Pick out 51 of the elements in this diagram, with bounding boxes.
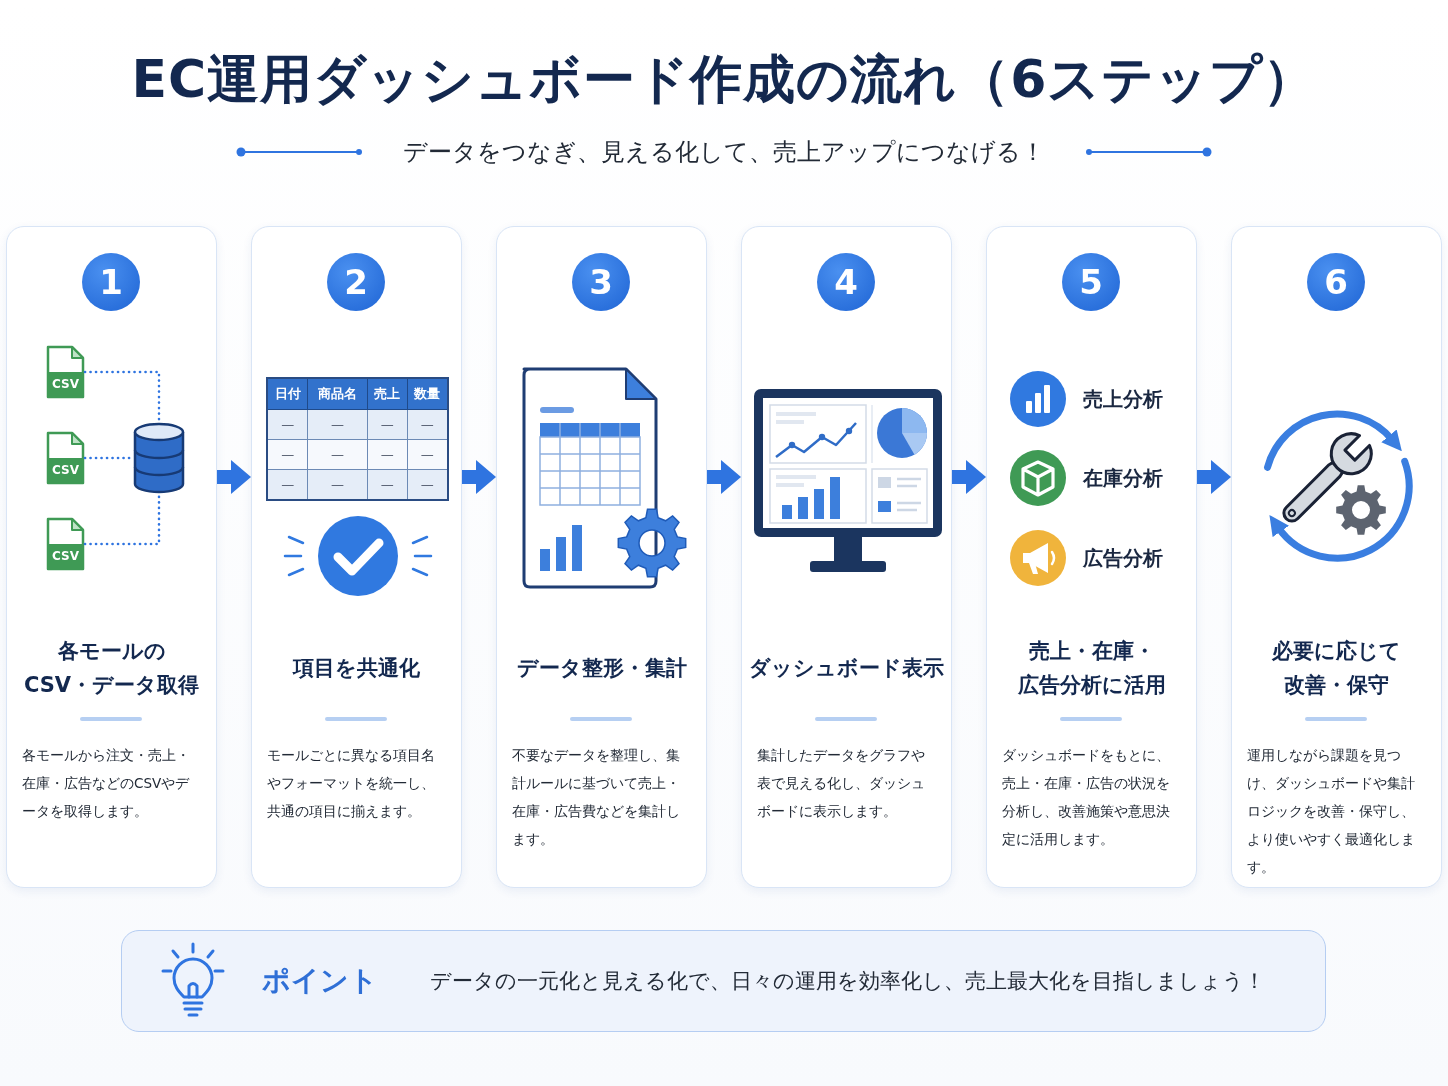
column-header: 日付 xyxy=(267,378,308,410)
point-banner xyxy=(121,930,1326,1032)
table-cell: — xyxy=(267,439,308,470)
step-number-circle: 3 xyxy=(572,253,630,311)
table-cell: — xyxy=(267,469,308,500)
step-description: モールごとに異なる項目名やフォーマットを統一し、共通の項目に揃えます。 xyxy=(267,746,436,821)
column-header: 商品名 xyxy=(307,378,368,410)
block-arrow xyxy=(1197,460,1231,494)
table-cell: — xyxy=(307,439,368,470)
step-card xyxy=(496,226,707,888)
csv-file: CSV xyxy=(45,345,85,399)
step-number-circle: 2 xyxy=(327,253,385,311)
step-card xyxy=(986,226,1197,888)
step-card xyxy=(741,226,952,888)
point-heading: ポイント xyxy=(262,963,378,999)
block-arrow xyxy=(952,460,986,494)
step-number-circle: 4 xyxy=(817,253,875,311)
step-title: 必要に応じて改善・保守 xyxy=(1271,638,1402,699)
subtitle: データをつなぎ、見える化して、売上アップにつなげる！ xyxy=(403,137,1045,168)
step-title: 項目を共通化 xyxy=(293,655,420,682)
step-card xyxy=(6,226,217,888)
step-description: ダッシュボードをもとに、売上・在庫・広告の状況を分析し、改善施策や意思決定に活用します。 xyxy=(1002,746,1171,849)
step-title: 各モールのCSV・データ取得 xyxy=(22,638,201,699)
step-description: 運用しながら課題を見つけ、ダッシュボードや集計ロジックを改善・保守し、より使いやすく最適化します。 xyxy=(1247,746,1416,877)
step-number-circle: 6 xyxy=(1307,253,1365,311)
point-message: データの一元化と見える化で、日々の運用を効率化し、売上最大化を目指しましょう！ xyxy=(430,968,1265,995)
analysis-label: 在庫分析 xyxy=(1083,464,1163,492)
csv-file: CSV xyxy=(45,517,85,571)
block-arrow xyxy=(707,460,741,494)
column-header: 売上 xyxy=(367,378,408,410)
analysis-label: 広告分析 xyxy=(1083,544,1163,572)
column-header: 数量 xyxy=(407,378,448,410)
analysis-label: 売上分析 xyxy=(1083,385,1163,413)
step-card xyxy=(251,226,462,888)
table-cell: — xyxy=(307,409,368,440)
step-description: 各モールから注文・売上・在庫・広告などのCSVやデータを取得します。 xyxy=(22,746,191,821)
step-title: ダッシュボード表示 xyxy=(749,655,944,682)
step-number-circle: 5 xyxy=(1062,253,1120,311)
step-description: 集計したデータをグラフや表で見える化し、ダッシュボードに表示します。 xyxy=(757,746,926,821)
table-cell: — xyxy=(307,469,368,500)
block-arrow xyxy=(217,460,251,494)
database-cylinder xyxy=(133,422,185,494)
page-title: EC運用ダッシュボード作成の流れ（6ステップ） xyxy=(131,48,1317,110)
step-card xyxy=(1231,226,1442,888)
step-number-circle: 1 xyxy=(82,253,140,311)
step-title: 売上・在庫・広告分析に活用 xyxy=(1016,638,1167,699)
step-description: 不要なデータを整理し、集計ルールに基づいて売上・在庫・広告費などを集計します。 xyxy=(512,746,681,849)
csv-file: CSV xyxy=(45,431,85,485)
block-arrow xyxy=(462,460,496,494)
step-title: データ整形・集計 xyxy=(516,655,687,682)
table-cell: — xyxy=(267,409,308,440)
